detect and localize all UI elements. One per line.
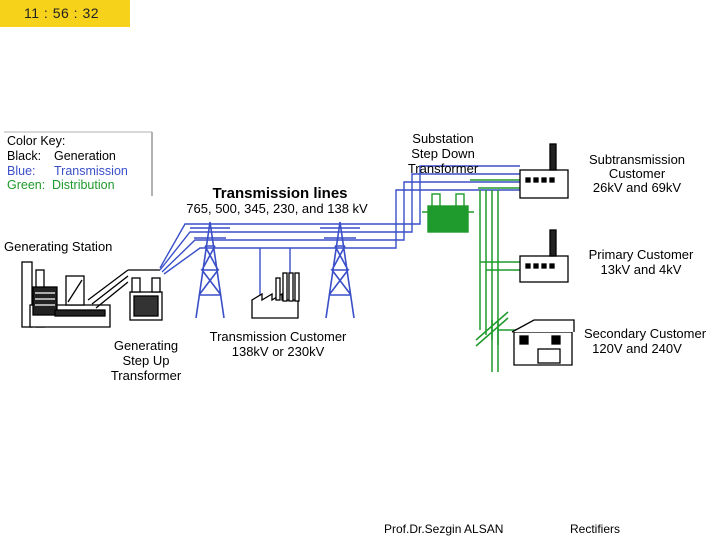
- subtransmission-label-2: Customer: [609, 166, 666, 181]
- subtransmission-label-3: 26kV and 69kV: [593, 180, 682, 195]
- transmission-voltages: 765, 500, 345, 230, and 138 kV: [186, 201, 368, 216]
- color-key-generation-label: Black:: [7, 149, 41, 163]
- substation-label-1: Substation: [412, 131, 473, 146]
- generating-station-label: Generating Station: [4, 239, 112, 254]
- substation-transformer: [422, 193, 474, 233]
- clock-display: 11 : 56 : 32: [0, 0, 130, 27]
- primary-building: [519, 229, 569, 283]
- transmission-lines: [159, 165, 520, 300]
- distribution-lines: [470, 179, 520, 372]
- color-key-transmission-label: Blue:: [7, 164, 36, 178]
- subtransmission-building: [519, 143, 569, 199]
- footer-author: Prof.Dr.Sezgin ALSAN: [384, 522, 504, 536]
- transmission-tower-1: [190, 221, 230, 319]
- color-key: Color Key: Black: Generation Blue: Trans…: [4, 131, 153, 196]
- transmission-lines-title: Transmission lines: [212, 185, 347, 202]
- substation-label-2: Step Down: [411, 146, 475, 161]
- transmission-customer-label: Transmission Customer: [210, 329, 347, 344]
- color-key-title: Color Key:: [7, 134, 65, 148]
- color-key-transmission-value: Transmission: [54, 164, 128, 178]
- color-key-distribution-label: Green:: [7, 178, 45, 192]
- primary-label-1: Primary Customer: [589, 247, 694, 262]
- secondary-label-1: Secondary Customer: [584, 326, 707, 341]
- primary-label-2: 13kV and 4kV: [601, 262, 682, 277]
- secondary-house: [511, 319, 575, 366]
- step-up-label-1: Generating: [114, 338, 178, 353]
- footer-topic: Rectifiers: [570, 522, 621, 536]
- transmission-customer-voltage: 138kV or 230kV: [232, 344, 325, 359]
- step-up-transformer: [128, 269, 163, 321]
- transmission-tower-2: [320, 221, 360, 319]
- step-up-label-3: Transformer: [111, 368, 182, 383]
- step-up-label-2: Step Up: [123, 353, 170, 368]
- subtransmission-label-1: Subtransmission: [589, 152, 685, 167]
- generating-station: [21, 261, 129, 328]
- color-key-distribution-value: Distribution: [52, 178, 115, 192]
- secondary-label-2: 120V and 240V: [592, 341, 682, 356]
- transmission-customer-factory: [251, 272, 300, 319]
- color-key-generation-value: Generation: [54, 149, 116, 163]
- substation-label-3: Transformer: [408, 161, 479, 176]
